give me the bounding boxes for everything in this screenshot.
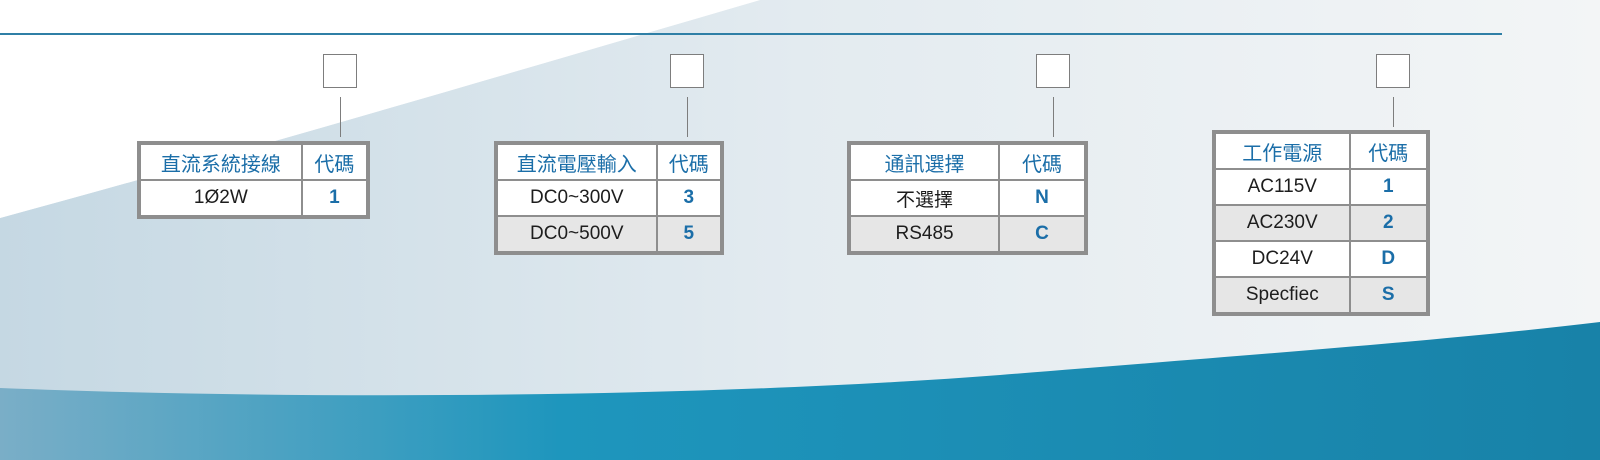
row-code: D xyxy=(1348,240,1430,278)
row-name: Specfiec xyxy=(1213,276,1351,315)
row-code: 2 xyxy=(1348,204,1430,242)
row-code: C xyxy=(998,215,1087,254)
row-code: 1 xyxy=(1348,168,1430,206)
table-row: 不選擇 N xyxy=(847,179,1087,217)
table-row: RS485 C xyxy=(847,215,1087,254)
table-header-name: 通訊選擇 xyxy=(847,142,1001,181)
table-header-name: 工作電源 xyxy=(1213,131,1351,170)
code-table: 通訊選擇 代碼 不選擇 N RS485 C xyxy=(847,141,1088,255)
table-header-name: 直流電壓輸入 xyxy=(495,142,658,181)
row-name: AC115V xyxy=(1213,168,1351,206)
code-table: 工作電源 代碼 AC115V 1 AC230V 2 DC24V D Specfi… xyxy=(1212,130,1430,316)
top-rule xyxy=(0,33,1502,35)
code-table: 直流電壓輸入 代碼 DC0~300V 3 DC0~500V 5 xyxy=(494,141,724,255)
code-box xyxy=(1376,54,1410,88)
row-code: 5 xyxy=(655,215,724,254)
row-code: N xyxy=(998,179,1087,217)
row-name: DC0~500V xyxy=(495,215,658,254)
row-name: DC24V xyxy=(1213,240,1351,278)
connector-line xyxy=(340,97,341,137)
row-name: AC230V xyxy=(1213,204,1351,242)
row-code: S xyxy=(1348,276,1430,315)
row-name: 不選擇 xyxy=(847,179,1001,217)
table-header-code: 代碼 xyxy=(655,142,724,181)
table-row: 1Ø2W 1 xyxy=(138,179,370,218)
connector-line xyxy=(1053,97,1054,137)
table-row: AC115V 1 xyxy=(1213,168,1430,206)
table-row: DC24V D xyxy=(1213,240,1430,278)
table-header-code: 代碼 xyxy=(998,142,1087,181)
connector-line xyxy=(687,97,688,137)
code-box xyxy=(1036,54,1070,88)
table-header-code: 代碼 xyxy=(1348,131,1430,170)
table-row: Specfiec S xyxy=(1213,276,1430,315)
row-name: RS485 xyxy=(847,215,1001,254)
blue-wave-band xyxy=(0,322,1600,460)
table-header-name: 直流系統接線 xyxy=(138,142,303,181)
table-row: AC230V 2 xyxy=(1213,204,1430,242)
code-table: 直流系統接線 代碼 1Ø2W 1 xyxy=(137,141,370,219)
table-row: DC0~300V 3 xyxy=(495,179,724,217)
code-box xyxy=(670,54,704,88)
row-code: 1 xyxy=(300,179,370,218)
table-header-code: 代碼 xyxy=(300,142,370,181)
connector-line xyxy=(1393,97,1394,127)
code-box xyxy=(323,54,357,88)
table-row: DC0~500V 5 xyxy=(495,215,724,254)
row-name: 1Ø2W xyxy=(138,179,303,218)
row-code: 3 xyxy=(655,179,724,217)
row-name: DC0~300V xyxy=(495,179,658,217)
